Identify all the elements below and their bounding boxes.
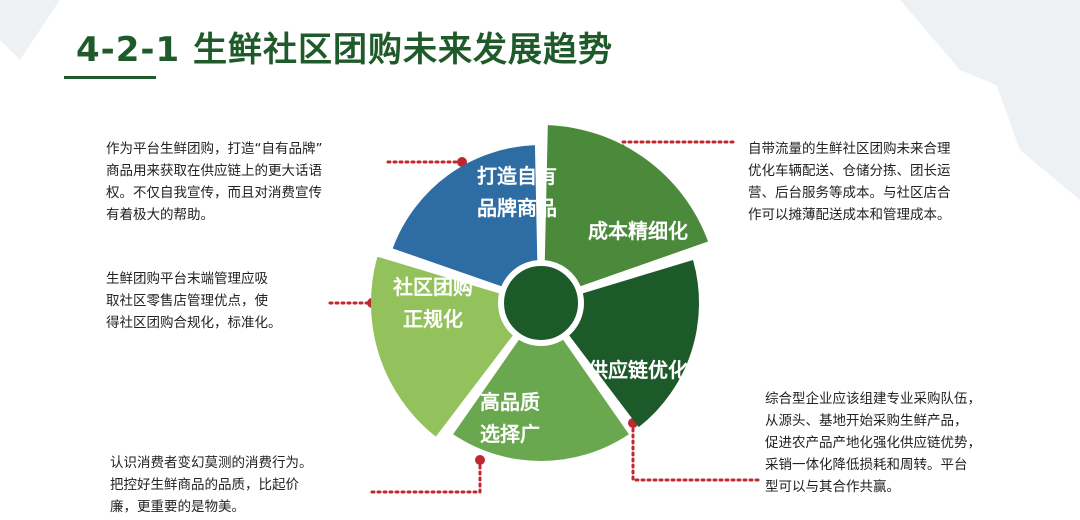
segment-cost [543, 125, 709, 299]
description-line: 综合型企业应该组建专业采购队伍， [765, 391, 981, 407]
segment-regularization [371, 256, 537, 437]
connector-quality [370, 458, 482, 494]
description-line: 作可以摊薄配送成本和管理成本。 [748, 207, 951, 223]
dot-quality [475, 455, 485, 465]
description-line: 生鲜团购平台末端管理应吸 [106, 271, 268, 287]
connector-lines [328, 140, 762, 494]
description-line: 认识消费者变幻莫测的消费行为。 [110, 455, 313, 471]
description-line: 商品用来获取在供应链上的更大话语 [106, 163, 322, 179]
segment-label-line: 成本精细化 [588, 219, 688, 243]
description-quality: 认识消费者变幻莫测的消费行为。把控好生鲜商品的品质，比起价廉，更重要的是物美。 [110, 452, 313, 518]
description-line: 作为平台生鲜团购，打造“自有品牌” [106, 141, 323, 157]
description-line: 权。不仅自我宣传，而且对消费宣传 [106, 185, 322, 201]
segment-quality-label: 高品质选择广 [480, 390, 540, 446]
connector-supply-chain [631, 421, 762, 482]
description-line: 型可以与其合作共赢。 [765, 479, 900, 495]
segment-label-line: 选择广 [480, 422, 540, 446]
description-line: 促进农产品产地化强化供应链优势， [765, 435, 981, 451]
description-line: 取社区零售店管理优点，使 [106, 293, 268, 309]
center-circle [498, 260, 584, 346]
page-title: 4-2-1 生鲜社区团购未来发展趋势 [76, 30, 614, 70]
segment-branding [392, 145, 539, 299]
description-cost: 自带流量的生鲜社区团购未来合理优化车辆配送、仓储分拣、团长运营、后台服务等成本。… [748, 138, 951, 226]
segment-label-line: 社区团购 [392, 275, 473, 299]
description-line: 得社区团购合规化，标准化。 [106, 315, 282, 331]
segment-label-line: 打造自有 [477, 164, 557, 188]
description-line: 优化车辆配送、仓储分拣、团长运 [748, 163, 951, 179]
description-line: 廉，更重要的是物美。 [110, 499, 245, 515]
segment-label-line: 品牌商品 [477, 196, 557, 220]
segment-supply-chain [545, 259, 700, 428]
segment-label-line: 高品质 [480, 390, 540, 414]
segment-cost-label: 成本精细化 [588, 219, 688, 243]
description-supply-chain: 综合型企业应该组建专业采购队伍， 从源头、基地开始采购生鲜产品， 促进农产品产地化强… [765, 388, 981, 498]
description-line: 采销一体化降低损耗和周转。平台 [765, 457, 968, 473]
segment-label-line: 供应链优化 [587, 358, 688, 382]
segment-supply-chain-label: 供应链优化 [587, 358, 688, 382]
description-line: 把控好生鲜商品的品质，比起价 [110, 477, 299, 493]
description-line: 有着极大的帮助。 [106, 207, 214, 223]
description-line: 营、后台服务等成本。与社区店合 [748, 185, 951, 201]
description-line: 从源头、基地开始采购生鲜产品， [765, 413, 968, 429]
title-underline [64, 76, 156, 79]
description-regularization: 生鲜团购平台末端管理应吸取社区零售店管理优点，使得社区团购合规化，标准化。 [106, 268, 282, 334]
connector-cost [621, 140, 737, 174]
segment-label-line: 正规化 [403, 307, 463, 331]
description-line: 自带流量的生鲜社区团购未来合理 [748, 141, 951, 157]
pie-segments [371, 125, 709, 462]
description-branding: 作为平台生鲜团购，打造“自有品牌” 商品用来获取在供应链上的更大话语权。不仅自我宣… [106, 138, 323, 226]
segment-quality [453, 308, 629, 462]
dot-branding [457, 157, 467, 167]
segment-branding-label: 打造自有品牌商品 [477, 164, 557, 220]
segment-regularization-label: 社区团购正规化 [392, 275, 473, 331]
